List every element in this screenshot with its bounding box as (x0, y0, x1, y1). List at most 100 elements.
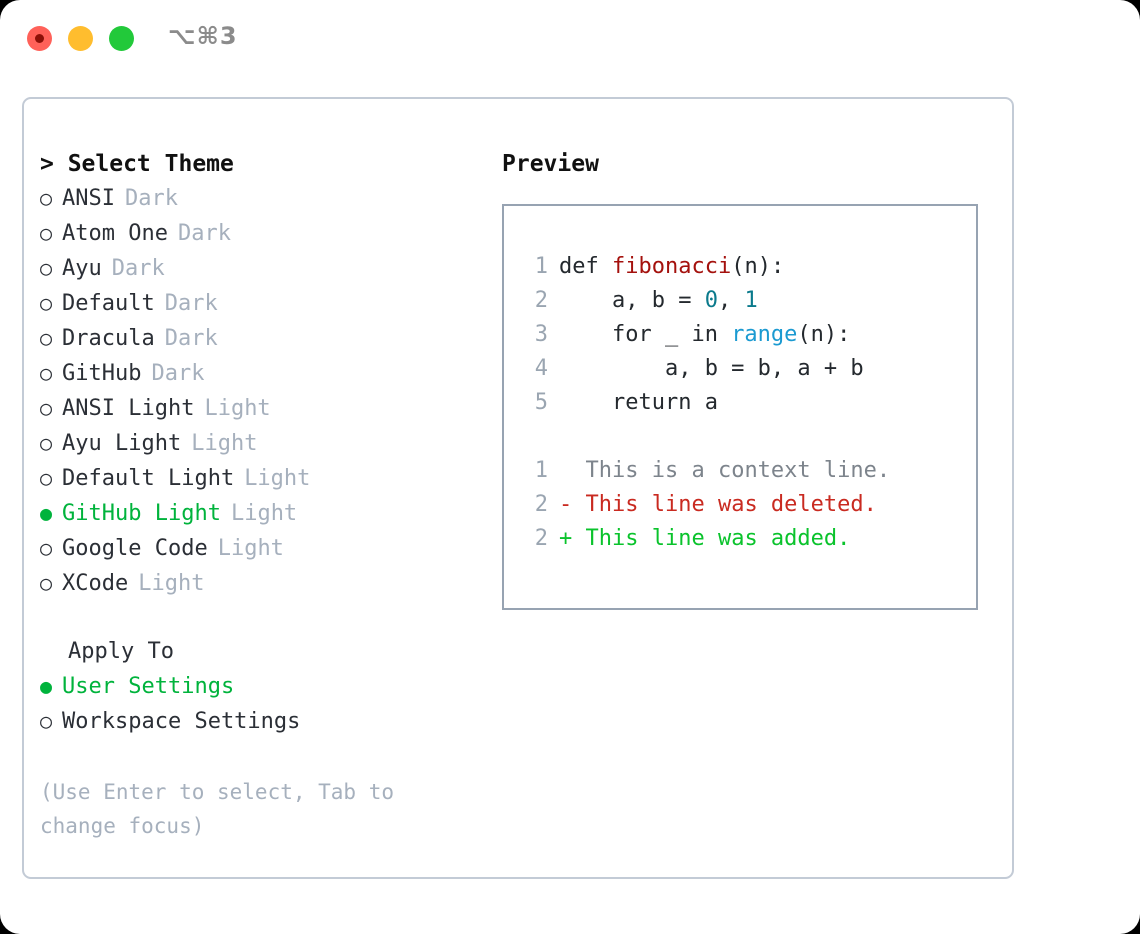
theme-option-default-light[interactable]: ○ Default Light Light (40, 461, 480, 496)
radio-unselected-icon: ○ (40, 466, 53, 490)
preview-spacer (522, 420, 976, 454)
diff-text: This line was deleted. (585, 492, 877, 517)
theme-option-google-code[interactable]: ○ Google Code Light (40, 531, 480, 566)
radio-unselected-icon: ○ (40, 571, 53, 595)
code-line-number: 1 (534, 254, 548, 279)
select-theme-heading: > Select Theme (40, 151, 234, 177)
radio-unselected-icon: ○ (40, 326, 53, 350)
theme-option-label: Google Code (62, 536, 208, 561)
theme-variant-tag: Light (204, 396, 271, 421)
code-line: 3 for _ in range(n): (522, 318, 976, 352)
theme-option-label: Default Light (62, 466, 235, 491)
code-token: def (559, 254, 612, 279)
diff-line-number: 1 (534, 458, 548, 483)
theme-option-label: XCode (62, 571, 129, 596)
close-button[interactable] (27, 26, 52, 51)
apply-to-heading: Apply To (68, 639, 174, 664)
theme-option-xcode[interactable]: ○ XCode Light (40, 566, 480, 601)
radio-unselected-icon: ○ (40, 709, 53, 733)
code-token: (n): (797, 322, 851, 347)
diff-marker (559, 454, 586, 488)
radio-unselected-icon: ○ (40, 361, 53, 385)
code-token: , (717, 288, 745, 313)
theme-option-label: Ayu (62, 256, 102, 281)
theme-option-dracula[interactable]: ○ Dracula Dark (40, 321, 480, 356)
keyboard-shortcut-label: ⌥⌘3 (168, 22, 238, 50)
apply-to-option-user-settings[interactable]: ● User Settings (40, 669, 480, 704)
code-line: 4 a, b = b, a + b (522, 352, 976, 386)
radio-unselected-icon: ○ (40, 396, 53, 420)
code-token: return a (559, 390, 718, 415)
code-token: (n): (731, 254, 785, 279)
apply-to-option-workspace-settings[interactable]: ○Workspace Settings (40, 704, 480, 739)
theme-option-ayu-light[interactable]: ○ Ayu Light Light (40, 426, 480, 461)
theme-variant-tag: Light (217, 536, 284, 561)
theme-option-ayu[interactable]: ○ Ayu Dark (40, 251, 480, 286)
code-line-number: 5 (534, 390, 548, 415)
radio-unselected-icon: ○ (40, 186, 53, 210)
code-line: 1 def fibonacci(n): (522, 250, 976, 284)
code-line: 2 a, b = 0, 1 (522, 284, 976, 318)
radio-unselected-icon: ○ (40, 431, 53, 455)
keyboard-hint: (Use Enter to select, Tab to change focu… (40, 780, 395, 838)
code-token: a, b = b, a + b (559, 356, 864, 381)
apply-to-options: ● User Settings ○Workspace Settings (40, 669, 480, 739)
theme-option-label: Atom One (62, 221, 168, 246)
radio-selected-icon: ● (40, 674, 53, 698)
title-bar: ⌥⌘3 (0, 0, 1140, 78)
diff-line-number: 2 (534, 492, 548, 517)
code-line-number: 3 (534, 322, 548, 347)
code-line-number: 4 (534, 356, 548, 381)
theme-variant-tag: Light (244, 466, 311, 491)
theme-variant-tag: Dark (164, 291, 218, 316)
theme-variant-tag: Light (138, 571, 205, 596)
code-token: range (731, 322, 798, 347)
minimize-button[interactable] (68, 26, 93, 51)
theme-option-github-light[interactable]: ● GitHub Light Light (40, 496, 480, 531)
radio-unselected-icon: ○ (40, 221, 53, 245)
code-line: 5 return a (522, 386, 976, 420)
theme-variant-tag: Light (191, 431, 258, 456)
code-token: a, b = (559, 288, 705, 313)
theme-option-label: Default (62, 291, 155, 316)
diff-text: This line was added. (585, 526, 851, 551)
theme-option-label: GitHub (62, 361, 142, 386)
theme-option-label: Dracula (62, 326, 155, 351)
theme-option-label: ANSI Light (62, 396, 195, 421)
diff-line-number: 2 (534, 526, 548, 551)
diff-line-add: 2 + This line was added. (522, 522, 976, 556)
apply-to-section: Apply To ● User Settings ○Workspace Settin… (40, 635, 480, 739)
theme-option-default[interactable]: ○ Default Dark (40, 286, 480, 321)
theme-variant-tag: Dark (164, 326, 218, 351)
apply-to-option-label: User Settings (62, 674, 235, 699)
diff-line-ctx: 1 This is a context line. (522, 454, 976, 488)
theme-variant-tag: Light (230, 501, 298, 526)
preview-heading: Preview (502, 151, 599, 177)
radio-selected-icon: ● (40, 501, 53, 525)
code-token: 1 (744, 288, 758, 313)
window-controls (27, 26, 134, 51)
zoom-button[interactable] (109, 26, 134, 51)
radio-unselected-icon: ○ (40, 256, 53, 280)
theme-option-ansi-light[interactable]: ○ ANSI Light Light (40, 391, 480, 426)
radio-unselected-icon: ○ (40, 536, 53, 560)
code-token: for _ in (559, 322, 732, 347)
radio-unselected-icon: ○ (40, 291, 53, 315)
code-token: 0 (704, 288, 718, 313)
diff-text: This is a context line. (585, 458, 891, 483)
code-line-number: 2 (534, 288, 548, 313)
theme-option-label: Ayu Light (62, 431, 182, 456)
theme-variant-tag: Dark (111, 256, 165, 281)
code-token: fibonacci (611, 254, 732, 279)
diff-marker: + (559, 526, 586, 551)
theme-option-label: GitHub Light (62, 501, 221, 526)
